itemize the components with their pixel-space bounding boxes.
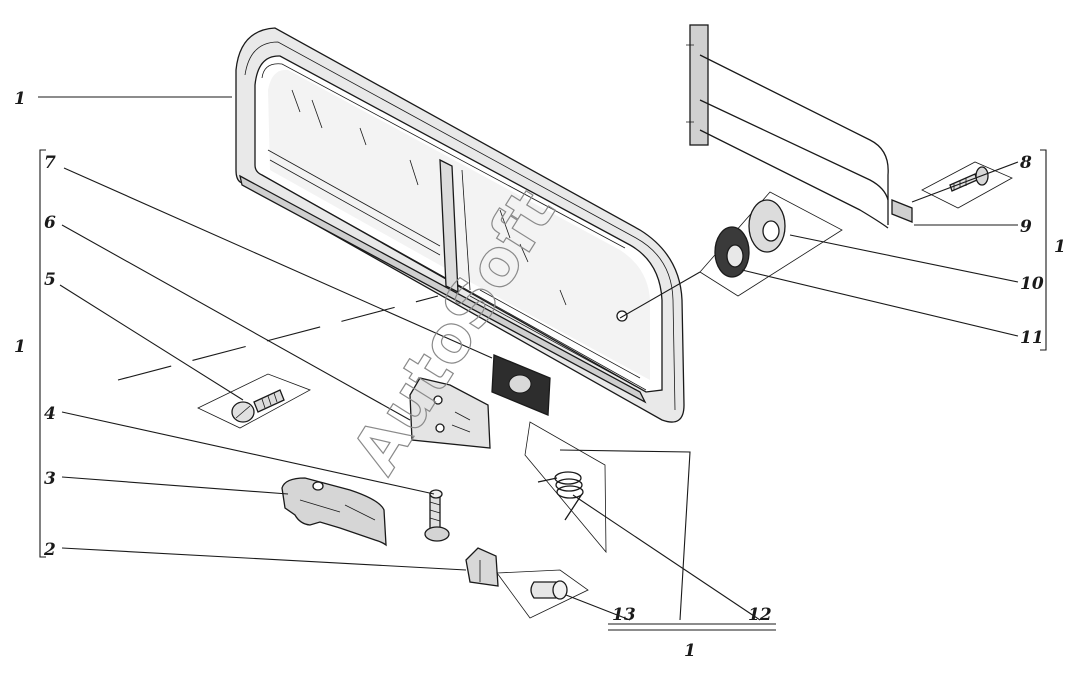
callout-1-window: 1	[14, 89, 26, 109]
callout-10: 10	[1020, 274, 1044, 294]
callout-2: 2	[43, 540, 56, 560]
pin-part-4	[424, 489, 450, 542]
callout-6: 6	[44, 213, 56, 233]
callout-1-left-group: 1	[14, 337, 26, 357]
roller-parts-10-11	[699, 191, 843, 297]
latch-plate-part-6	[409, 377, 491, 449]
callout-1-bottom-group: 1	[684, 641, 696, 661]
group-brackets	[39, 149, 1047, 631]
seal-pad-part-7	[491, 354, 551, 416]
callout-7: 7	[44, 153, 56, 173]
callout-4: 4	[44, 404, 56, 424]
callout-8: 8	[1019, 153, 1032, 173]
rivet-part-13	[496, 569, 589, 619]
window-guard-bars	[686, 24, 913, 229]
callout-9: 9	[1020, 217, 1032, 237]
callout-5: 5	[44, 270, 56, 290]
leader-lines	[38, 96, 1019, 621]
callout-1-right-group: 1	[1054, 237, 1066, 257]
rear-window-frame	[235, 27, 685, 423]
screw-part-5	[197, 373, 311, 429]
callout-11: 11	[1020, 328, 1044, 348]
bracket-part-2	[465, 547, 499, 587]
callout-3: 3	[44, 469, 56, 489]
spring-part-12	[524, 421, 607, 554]
callout-13: 13	[612, 605, 636, 625]
callout-12: 12	[748, 605, 772, 625]
latch-handle-part-3	[281, 477, 387, 547]
